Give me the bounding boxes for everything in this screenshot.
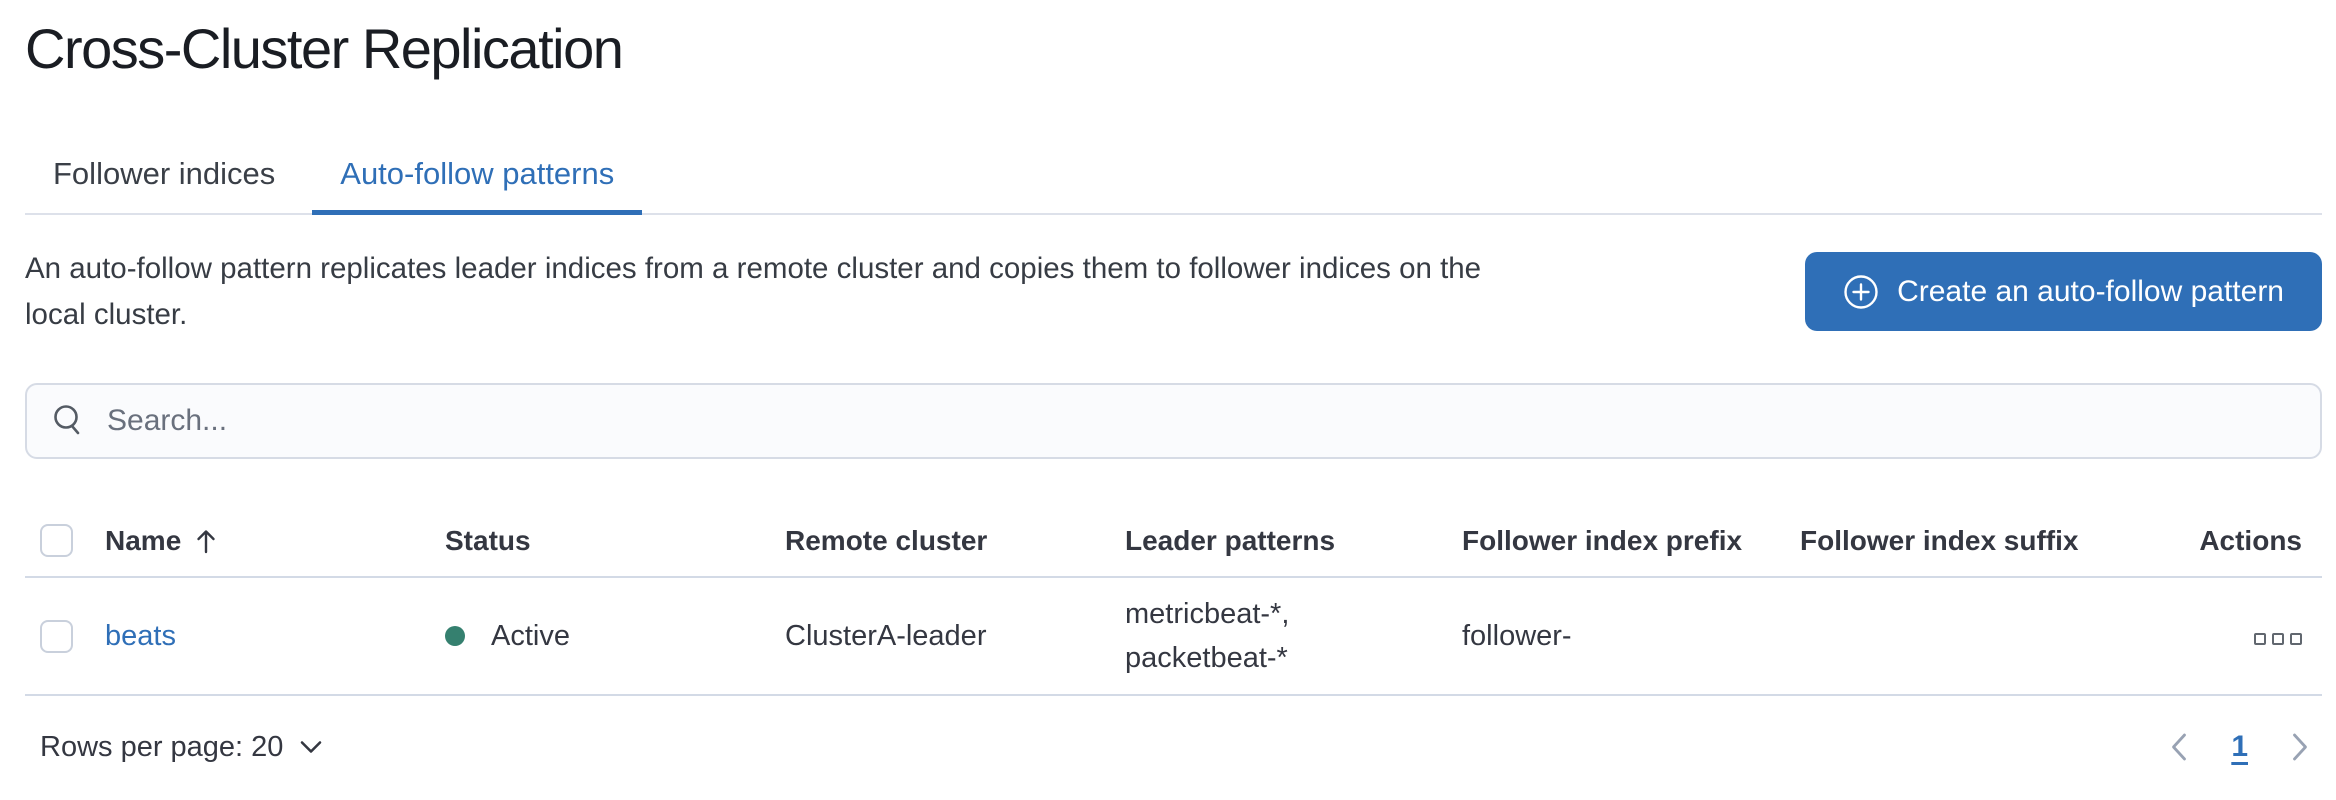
- search-input[interactable]: [107, 404, 2298, 438]
- next-page-button[interactable]: [2286, 727, 2314, 767]
- create-auto-follow-pattern-button[interactable]: Create an auto-follow pattern: [1805, 252, 2322, 331]
- chevron-right-icon: [2290, 731, 2310, 763]
- status-label: Active: [491, 619, 570, 652]
- page-number-1[interactable]: 1: [2231, 730, 2248, 763]
- tab-auto-follow-patterns-label: Auto-follow patterns: [340, 156, 615, 191]
- chevron-left-icon: [2169, 731, 2189, 763]
- follower-index-suffix-value: [1800, 577, 2140, 695]
- table-header-row: Name Status Remote cluster Leader patter…: [25, 505, 2322, 577]
- pagination: 1: [2165, 727, 2322, 767]
- row-checkbox[interactable]: [40, 619, 73, 653]
- follower-index-prefix-value: follower-: [1462, 619, 1572, 652]
- table-footer: Rows per page: 20 1: [40, 697, 2322, 797]
- tab-bar-divider: [25, 213, 2322, 215]
- column-header-name-label: Name: [105, 524, 182, 556]
- search-bar: [25, 383, 2322, 459]
- table-row: beats Active ClusterA-leader metricbeat-…: [25, 577, 2322, 695]
- column-header-actions: Actions: [2199, 524, 2302, 556]
- status-active-dot-icon: [445, 626, 465, 646]
- plus-in-circle-icon: [1843, 274, 1879, 310]
- boxes-horizontal-icon[interactable]: [2254, 632, 2302, 645]
- column-header-status: Status: [445, 524, 531, 556]
- tab-auto-follow-patterns[interactable]: Auto-follow patterns: [312, 138, 643, 215]
- leader-patterns-value: metricbeat-*, packetbeat-*: [1125, 598, 1290, 674]
- remote-cluster-value: ClusterA-leader: [785, 619, 987, 652]
- page-description: An auto-follow pattern replicates leader…: [25, 246, 1481, 338]
- pattern-name-link[interactable]: beats: [105, 619, 176, 652]
- previous-page-button[interactable]: [2165, 727, 2193, 767]
- tab-follower-indices-label: Follower indices: [53, 156, 276, 191]
- rows-per-page-selector[interactable]: Rows per page: 20: [40, 731, 323, 764]
- column-header-remote-cluster: Remote cluster: [785, 524, 988, 556]
- tab-bar: Follower indices Auto-follow patterns: [25, 138, 643, 215]
- column-header-leader-patterns: Leader patterns: [1125, 524, 1336, 556]
- auto-follow-patterns-table: Name Status Remote cluster Leader patter…: [25, 505, 2322, 696]
- column-header-name[interactable]: Name: [105, 505, 445, 577]
- sort-ascending-arrow-icon: [193, 527, 219, 555]
- page-description-line-2: local cluster.: [25, 298, 188, 331]
- tab-follower-indices[interactable]: Follower indices: [25, 138, 303, 215]
- column-header-follower-index-suffix: Follower index suffix: [1800, 524, 2079, 556]
- rows-per-page-label: Rows per page: 20: [40, 730, 284, 763]
- create-auto-follow-pattern-button-label: Create an auto-follow pattern: [1897, 274, 2284, 308]
- page-title: Cross-Cluster Replication: [25, 17, 624, 80]
- chevron-down-icon: [299, 739, 323, 755]
- column-header-follower-index-prefix: Follower index prefix: [1462, 524, 1743, 556]
- search-icon: [49, 402, 87, 440]
- page-description-line-1: An auto-follow pattern replicates leader…: [25, 252, 1482, 285]
- select-all-checkbox[interactable]: [40, 524, 73, 557]
